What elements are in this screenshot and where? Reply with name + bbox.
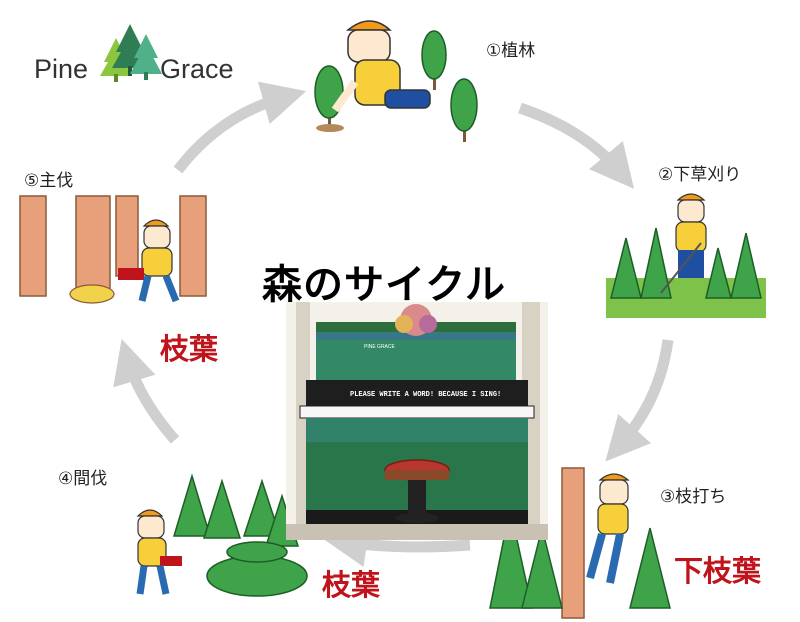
- piano-brand-text: PINE GRACE: [364, 344, 396, 350]
- logo-pine-text: Pine: [34, 54, 89, 84]
- step-3-pruning-label: ③枝打ち: [660, 487, 727, 507]
- arrow-top-left: [173, 81, 307, 174]
- arrow-left: [113, 338, 180, 444]
- branches-leaves-bottom-label: 枝葉: [322, 568, 381, 602]
- step-1-planting-label: ①植林: [486, 41, 536, 61]
- branches-leaves-left-label: 枝葉: [160, 332, 219, 366]
- arrow-top-right: [518, 102, 635, 189]
- weeding-illustration: [606, 193, 766, 318]
- pruning-illustration: [489, 467, 671, 619]
- logo-grace-text: Grace: [160, 54, 234, 84]
- piano-stencil-text: PLEASE WRITE A WORD! BECAUSE I SING!: [350, 391, 501, 399]
- arrow-bottom: [323, 523, 471, 567]
- thinning-illustration: [136, 473, 308, 597]
- lower-branches-leaves-label: 下枝葉: [674, 554, 762, 588]
- step-2-weeding-label: ②下草刈り: [658, 165, 742, 185]
- step-5-harvest-label: ⑤主伐: [24, 171, 74, 191]
- harvesting-illustration: [19, 195, 207, 304]
- piano-image: PINE GRACE PLEASE WRITE A WORD! BECAUSE …: [286, 302, 548, 540]
- step-4-thinning-label: ④間伐: [58, 469, 108, 489]
- logo-trees-icon: [100, 24, 162, 82]
- cycle-title: 森のサイクル: [262, 262, 506, 308]
- planting-illustration: [314, 20, 478, 142]
- piano-photo: PINE GRACE PLEASE WRITE A WORD! BECAUSE …: [286, 302, 548, 540]
- arrow-right: [605, 339, 674, 462]
- logo: Pine Grace: [34, 20, 244, 90]
